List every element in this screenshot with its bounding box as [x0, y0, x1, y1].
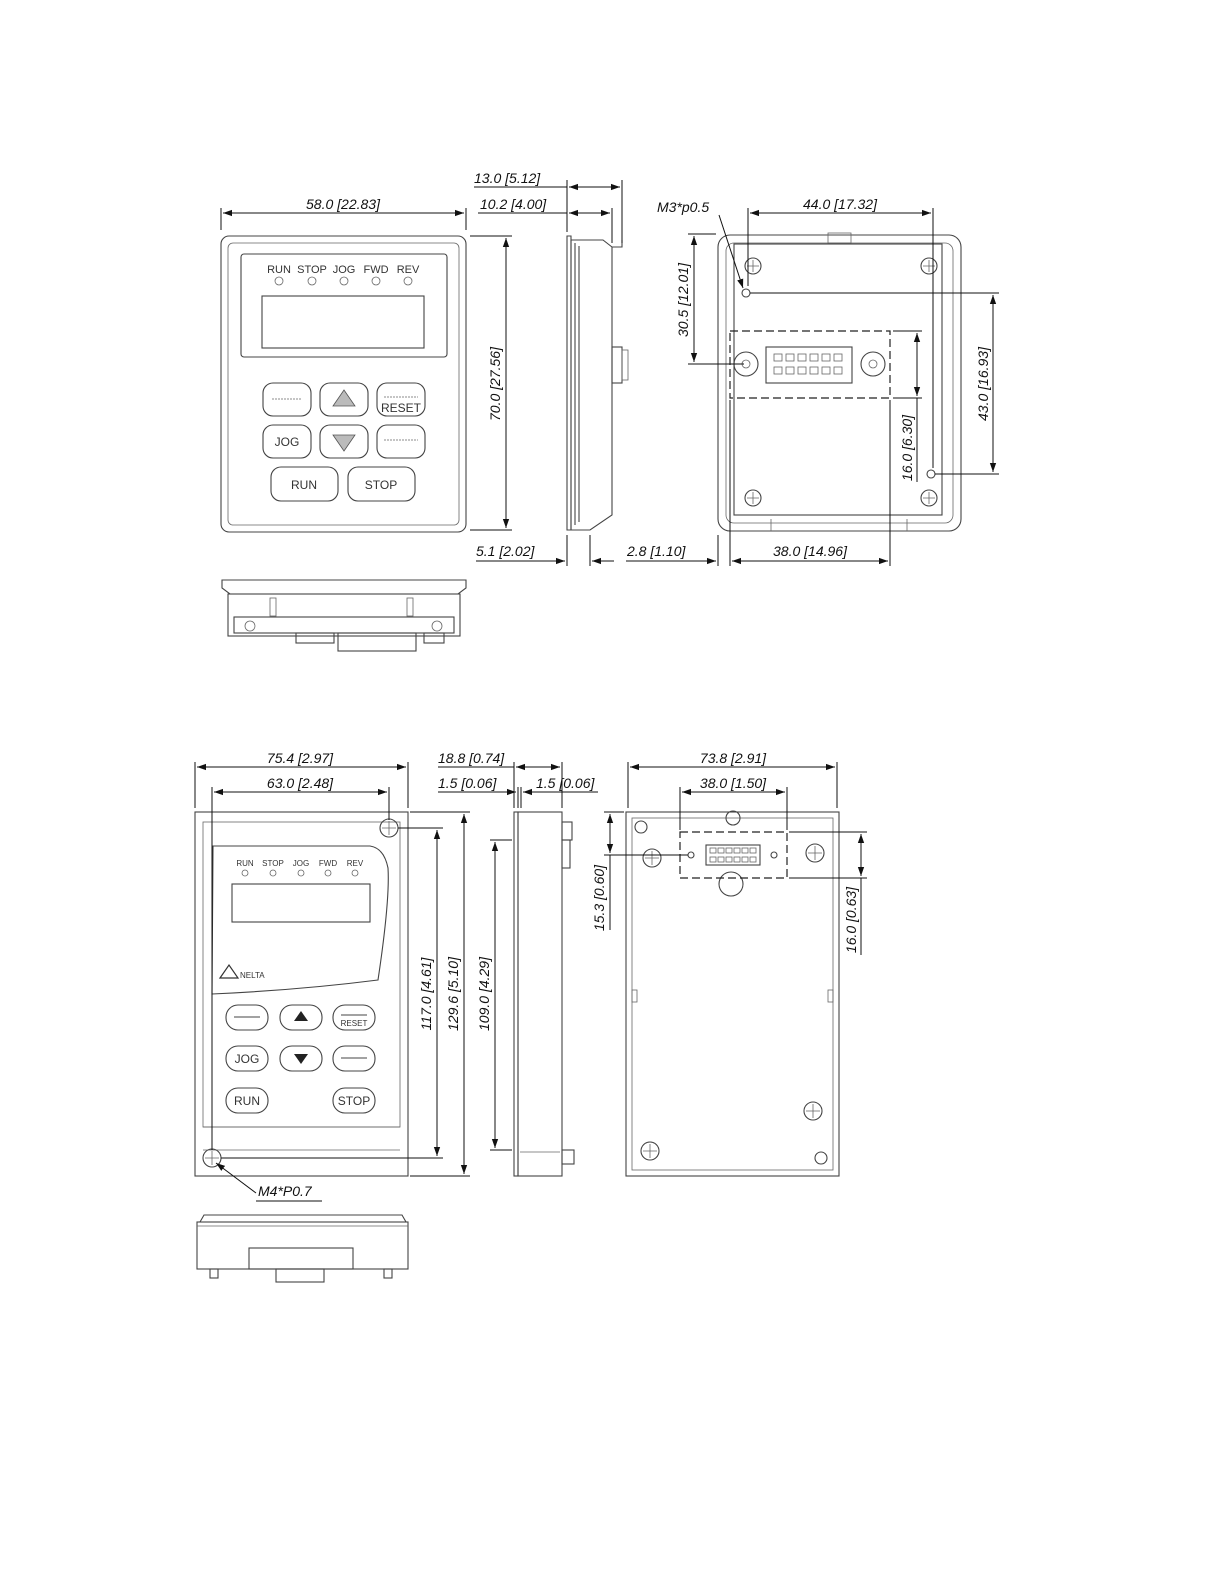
- upper-led-label-rev: REV: [397, 264, 420, 276]
- upper-front-view: RUN STOP JOG FWD REV RESET JOG RUN: [220, 235, 467, 533]
- upper-rear-connector-width-label: 38.0 [14.96]: [773, 543, 848, 559]
- upper-rear-hole-spacing-h-label: 44.0 [17.32]: [803, 196, 878, 212]
- upper-front-dimensions: 58.0 [22.83] 70.0 [27.56]: [220, 196, 512, 531]
- lower-led-label-fwd: FWD: [319, 859, 337, 868]
- upper-led-label-fwd: FWD: [363, 264, 388, 276]
- lower-side-flange-b-label: 1.5 [0.06]: [536, 775, 595, 791]
- lower-key-jog: [225, 1045, 269, 1072]
- upper-led-indicators: [274, 276, 413, 286]
- lower-key-blank-right: [332, 1045, 376, 1072]
- upper-key-up: [319, 382, 369, 417]
- lower-led-label-rev: REV: [347, 859, 364, 868]
- upper-bottom-view: [221, 579, 467, 652]
- lower-key-reset: [332, 1004, 376, 1031]
- delta-logo-icon: [218, 963, 240, 979]
- upper-rear-hole-to-connector-label: 30.5 [12.01]: [675, 262, 691, 337]
- screw-icon: [805, 843, 825, 863]
- upper-front-height-label: 70.0 [27.56]: [487, 346, 503, 421]
- upper-key-down: [319, 424, 369, 459]
- lower-side-view: [513, 811, 575, 1177]
- down-arrow-icon: [332, 434, 356, 452]
- screw-icon: [642, 848, 662, 868]
- screw-icon: [744, 489, 762, 507]
- lower-rear-connector-offset-label: 15.3 [0.60]: [591, 864, 607, 931]
- screw-icon: [920, 489, 938, 507]
- upper-rear-connector: [765, 346, 853, 384]
- upper-side-bottom-offset-label: 5.1 [2.02]: [476, 543, 535, 559]
- upper-side-view: [566, 235, 629, 531]
- upper-lcd-display: [261, 295, 425, 349]
- upper-key-blank-left: [262, 382, 312, 417]
- lower-screw-thread-label: M4*P0.7: [258, 1183, 313, 1199]
- lower-side-depth-label: 18.8 [0.74]: [438, 750, 505, 766]
- lower-rear-connector-width-label: 38.0 [1.50]: [700, 775, 767, 791]
- lower-jog-label: JOG: [235, 1052, 260, 1066]
- lower-rear-connector-height-label: 16.0 [0.63]: [843, 886, 859, 953]
- upper-key-stop: [347, 466, 416, 502]
- upper-rear-connector-zone: [729, 330, 891, 399]
- lower-reset-label: RESET: [341, 1019, 368, 1028]
- upper-rear-left-offset-label: 2.8 [1.10]: [626, 543, 686, 559]
- lower-led-labels: RUN STOP JOG FWD REV: [236, 859, 364, 868]
- upper-led-label-stop: STOP: [297, 264, 327, 276]
- upper-rear-connector-height-label: 16.0 [6.30]: [899, 414, 915, 481]
- lower-front-dimensions: 75.4 [2.97] 63.0 [2.48] 117.0 [4.61] 129…: [194, 750, 470, 1202]
- lower-lcd-display: [231, 883, 371, 923]
- upper-jog-label: JOG: [275, 435, 300, 449]
- upper-rear-dimensions: M3*p0.5 44.0 [17.32] 30.5 [12.01] 43.0 […: [626, 196, 999, 566]
- lower-key-down: [279, 1045, 323, 1072]
- upper-led-label-jog: JOG: [333, 264, 356, 276]
- lower-key-blank-left: [225, 1004, 269, 1031]
- lower-hole-spacing-height-label: 117.0 [4.61]: [418, 956, 434, 1030]
- lower-hole-spacing-width-label: 63.0 [2.48]: [267, 775, 334, 791]
- upper-rear-view: [717, 232, 962, 532]
- upper-led-label-run: RUN: [267, 264, 291, 276]
- upper-front-width-label: 58.0 [22.83]: [306, 196, 381, 212]
- screw-icon: [640, 1141, 660, 1161]
- lower-side-dimensions: 18.8 [0.74] 1.5 [0.06] 1.5 [0.06] 109.0 …: [438, 750, 598, 1151]
- upper-rear-screw-holes: [741, 257, 938, 507]
- lower-overall-height-label: 129.6 [5.10]: [445, 956, 461, 1031]
- upper-side-depth-body-label: 10.2 [4.00]: [480, 196, 547, 212]
- upper-side-depth-total-label: 13.0 [5.12]: [474, 170, 541, 186]
- lower-led-label-run: RUN: [236, 859, 254, 868]
- lower-brand-label: NELTA: [240, 971, 265, 980]
- upper-key-blank-right: [376, 424, 426, 459]
- upper-rear-hole-spacing-v-label: 43.0 [16.93]: [975, 346, 991, 421]
- lower-key-up: [279, 1004, 323, 1031]
- lower-rear-width-label: 73.8 [2.91]: [700, 750, 767, 766]
- lower-led-label-stop: STOP: [262, 859, 284, 868]
- lower-overall-width-label: 75.4 [2.97]: [267, 750, 334, 766]
- screw-icon: [920, 257, 938, 275]
- upper-screw-thread-label: M3*p0.5: [657, 199, 709, 215]
- upper-led-labels: RUN STOP JOG FWD REV: [267, 264, 420, 276]
- lower-side-flange-a-label: 1.5 [0.06]: [438, 775, 497, 791]
- lower-bottom-view: [196, 1214, 409, 1283]
- upper-run-label: RUN: [291, 478, 317, 492]
- lower-led-label-jog: JOG: [293, 859, 309, 868]
- lower-led-indicators: [241, 869, 359, 877]
- screw-icon: [744, 257, 762, 275]
- down-arrow-icon: [294, 1054, 308, 1064]
- lower-stop-label: STOP: [338, 1094, 370, 1108]
- lower-rear-connector: [705, 844, 761, 866]
- lower-key-stop: [332, 1087, 376, 1114]
- lower-rear-dimensions: 73.8 [2.91] 38.0 [1.50] 15.3 [0.60] 16.0…: [591, 750, 867, 955]
- lower-run-label: RUN: [234, 1094, 260, 1108]
- upper-stop-label: STOP: [365, 478, 397, 492]
- up-arrow-icon: [332, 389, 356, 407]
- upper-key-jog: [262, 424, 312, 459]
- screw-icon: [803, 1101, 823, 1121]
- lower-rear-view: [625, 810, 840, 1177]
- upper-key-reset: [376, 382, 426, 417]
- upper-side-dimensions: 13.0 [5.12] 10.2 [4.00] 5.1 [2.02]: [474, 170, 623, 566]
- up-arrow-icon: [294, 1011, 308, 1021]
- lower-side-height-label: 109.0 [4.29]: [476, 956, 492, 1031]
- lower-key-run: [225, 1087, 269, 1114]
- upper-key-run: [270, 466, 339, 502]
- lower-display-panel: [211, 845, 389, 995]
- lower-front-view: RUN STOP JOG FWD REV NELTA RESET JOG: [194, 811, 409, 1177]
- upper-reset-label: RESET: [381, 401, 422, 415]
